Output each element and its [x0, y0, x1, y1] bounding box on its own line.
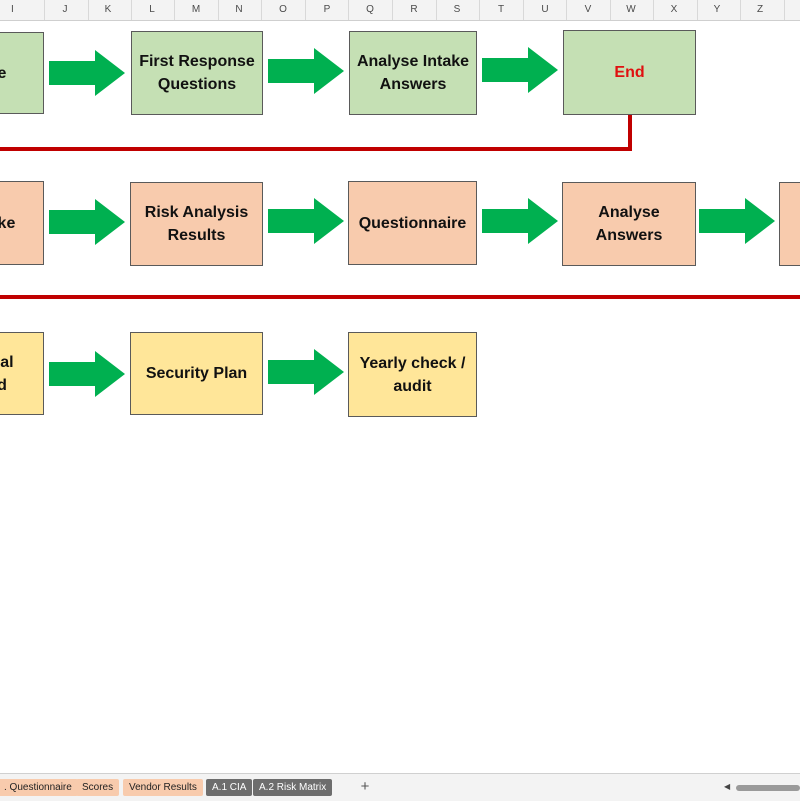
right-arrow-icon — [49, 50, 125, 96]
flow-box-yearly-check-audit[interactable]: Yearly check / audit — [348, 332, 477, 417]
column-header-n[interactable]: N — [235, 4, 243, 15]
column-header-p[interactable]: P — [323, 4, 331, 15]
column-header-t[interactable]: T — [497, 4, 505, 15]
flow-box-first-response-questions[interactable]: First Response Questions — [131, 31, 263, 115]
column-header-v[interactable]: V — [584, 4, 592, 15]
connector-line-vertical — [628, 115, 632, 151]
right-arrow-icon — [268, 349, 344, 395]
column-header-w[interactable]: W — [626, 4, 636, 15]
horizontal-scrollbar[interactable] — [736, 785, 800, 791]
column-header-y[interactable]: Y — [713, 4, 721, 15]
column-header-u[interactable]: U — [541, 4, 549, 15]
right-arrow-icon — [482, 47, 558, 93]
sheet-tab-questionnaire[interactable]: . Questionnaire — [0, 779, 78, 796]
flow-box-partial-row2[interactable]: ake — [0, 181, 44, 265]
right-arrow-icon — [268, 198, 344, 244]
right-arrow-icon — [482, 198, 558, 244]
right-arrow-icon — [699, 198, 775, 244]
column-header-bar: I J K L M N O P Q R S T U V W X Y Z — [0, 0, 800, 21]
column-header-r[interactable]: R — [410, 4, 418, 15]
sheet-tab-a1-cia[interactable]: A.1 CIA — [206, 779, 253, 796]
column-header-q[interactable]: Q — [366, 4, 374, 15]
column-header-m[interactable]: M — [191, 4, 201, 15]
connector-line-horizontal — [0, 147, 632, 151]
column-header-z[interactable]: Z — [756, 4, 764, 15]
column-header-o[interactable]: O — [279, 4, 287, 15]
add-sheet-button[interactable]: + — [360, 778, 370, 795]
sheet-tab-scores[interactable]: Scores — [76, 779, 120, 796]
sheet-tab-vendor-results[interactable]: Vendor Results — [123, 779, 203, 796]
column-header-j[interactable]: J — [62, 4, 68, 15]
right-arrow-icon — [49, 351, 125, 397]
flow-box-risk-analysis-results[interactable]: Risk Analysis Results — [130, 182, 263, 266]
column-header-x[interactable]: X — [670, 4, 678, 15]
sheet-tab-bar: . Questionnaire Scores Vendor Results A.… — [0, 773, 800, 801]
column-header-i[interactable]: I — [11, 4, 14, 15]
flow-box-questionnaire[interactable]: Questionnaire — [348, 181, 477, 265]
flow-box-security-plan[interactable]: Security Plan — [130, 332, 263, 415]
flow-box-partial-row3[interactable]: ual d — [0, 332, 44, 415]
sheet-tab-a2-risk-matrix[interactable]: A.2 Risk Matrix — [253, 779, 333, 796]
flow-box-end[interactable]: End — [563, 30, 696, 115]
right-arrow-icon — [268, 48, 344, 94]
flow-box-analyse-intake-answers[interactable]: Analyse Intake Answers — [349, 31, 477, 115]
flow-box-partial-right[interactable] — [779, 182, 800, 266]
triangle-left-icon[interactable]: ◀ — [724, 782, 731, 791]
right-arrow-icon — [49, 199, 125, 245]
column-header-l[interactable]: L — [149, 4, 155, 15]
flow-box-analyse-answers[interactable]: Analyse Answers — [562, 182, 696, 266]
column-header-k[interactable]: K — [104, 4, 112, 15]
connector-line-horizontal — [0, 295, 800, 299]
flow-box-partial-row1[interactable]: e — [0, 32, 44, 114]
column-header-s[interactable]: S — [453, 4, 461, 15]
